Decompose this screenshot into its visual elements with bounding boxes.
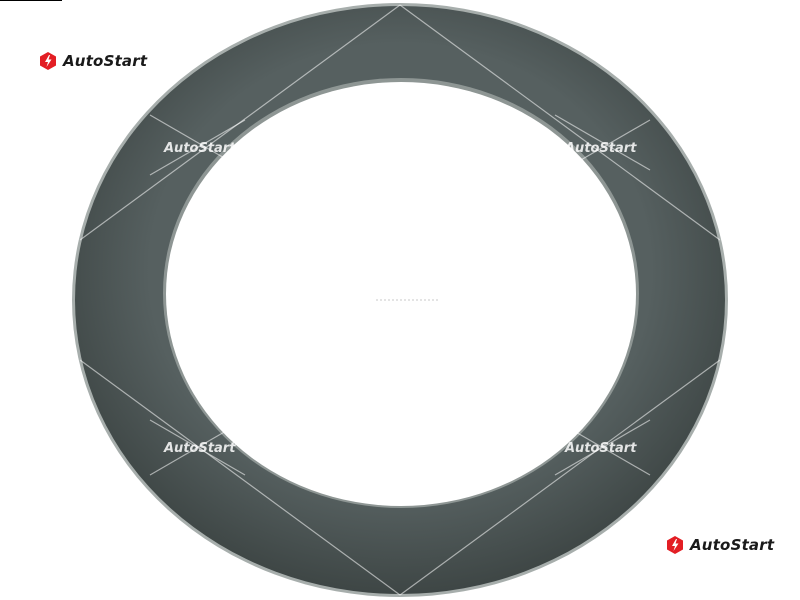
brand-logo-text: AutoStart	[63, 52, 148, 70]
watermark-lines	[79, 4, 721, 596]
brand-logo-bottom: AutoStart	[665, 535, 774, 555]
watermark-text: AutoStart	[164, 141, 236, 156]
corner-rule	[0, 0, 62, 1]
watermark-text: AutoStart	[565, 141, 637, 156]
brand-logo-top: AutoStart	[38, 51, 147, 71]
brand-mark-icon	[40, 52, 56, 70]
brand-mark-icon	[667, 536, 683, 554]
watermark-text: AutoStart	[164, 441, 236, 456]
watermark-text: AutoStart	[565, 441, 637, 456]
brand-logo-text: AutoStart	[690, 536, 775, 554]
washer-hole	[166, 82, 636, 506]
